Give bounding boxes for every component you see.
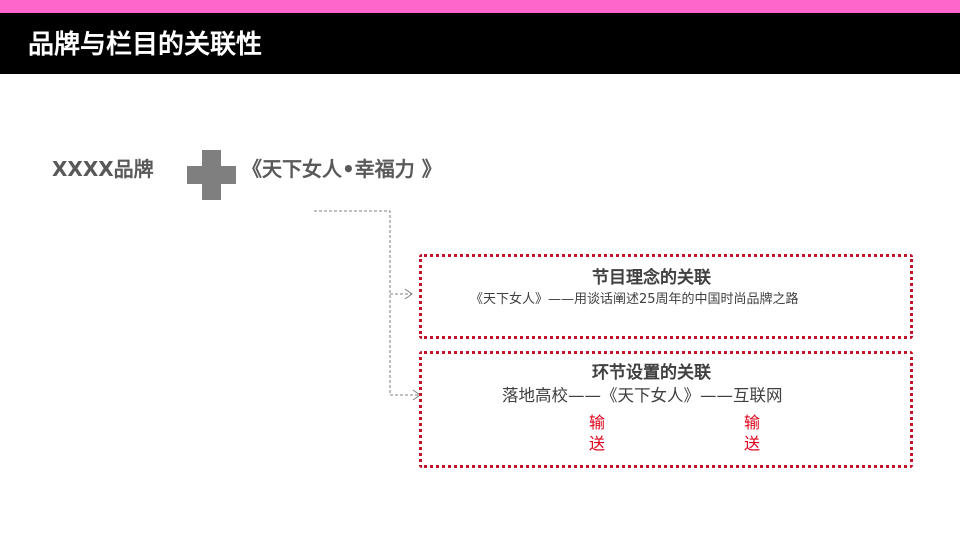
segment-box [419, 351, 913, 468]
program-title: 《天下女人•幸福力 》 [242, 157, 442, 181]
transfer-char: 送 [744, 434, 761, 453]
transfer-label-left: 输 送 [589, 412, 607, 454]
segment-heading: 环节设置的关联 [592, 363, 711, 383]
plus-icon [187, 150, 236, 200]
concept-text: 《天下女人》——用谈话阐述25周年的中国时尚品牌之路 [470, 292, 799, 307]
page-title: 品牌与栏目的关联性 [28, 30, 263, 60]
transfer-label-right: 输 送 [744, 412, 762, 454]
concept-heading: 节目理念的关联 [592, 268, 711, 288]
concept-box [419, 254, 913, 339]
brand-label: XXXX品牌 [52, 157, 154, 181]
transfer-char: 输 [589, 413, 606, 432]
title-bar [0, 13, 960, 74]
segment-text: 落地高校——《天下女人》——互联网 [502, 386, 783, 405]
transfer-char: 送 [589, 434, 606, 453]
transfer-char: 输 [744, 413, 761, 432]
accent-strip [0, 0, 960, 13]
